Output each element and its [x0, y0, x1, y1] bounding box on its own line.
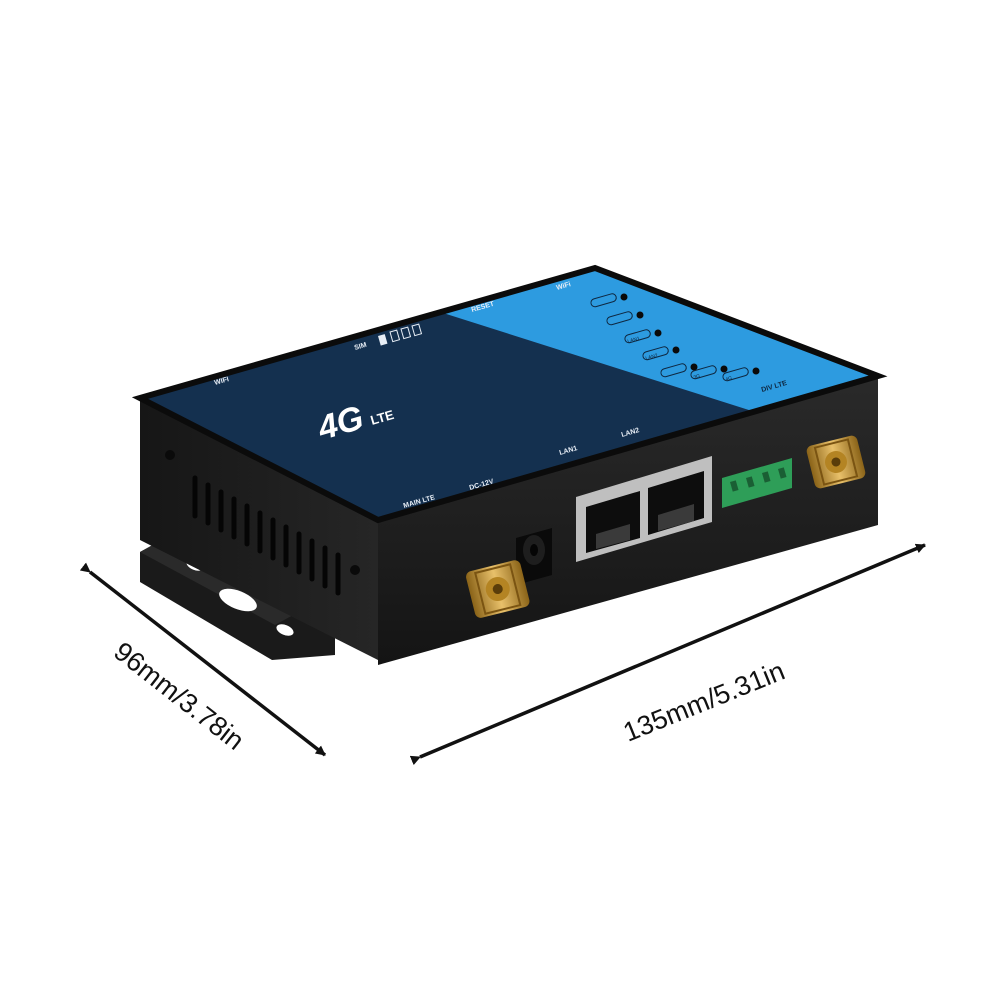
led-label: LAN1: [627, 336, 641, 345]
status-led: [660, 363, 698, 378]
label-wifi-left: WIFI: [214, 376, 230, 387]
depth-label: 96mm/3.78in: [108, 636, 249, 756]
status-led: 3G: [690, 365, 728, 381]
led-label: LAN2: [645, 353, 659, 362]
status-led: LAN1: [624, 329, 662, 345]
width-label: 135mm/5.31in: [619, 656, 789, 748]
status-led: LAN2: [642, 346, 680, 362]
status-led: [590, 293, 628, 308]
label-lan1: LAN1: [559, 445, 579, 457]
antenna-connector-div: [806, 435, 866, 489]
led-label: 3G: [693, 373, 701, 381]
label-lan2: LAN2: [621, 427, 641, 439]
status-led-panel: LAN1 LAN2 3G 4G: [590, 293, 760, 383]
router-top-accent: [440, 268, 878, 411]
status-led: 4G: [722, 367, 760, 383]
status-led: [606, 311, 644, 326]
terminal-block: [722, 458, 792, 508]
router-device: 4G LTE WIFI SIM RESET WiFi MAIN LTE DC-1…: [131, 264, 888, 665]
depth-arrow: [79, 562, 327, 757]
led-label: 4G: [725, 375, 733, 383]
width-arrow: [409, 543, 926, 766]
label-wifi-right: WiFi: [556, 281, 572, 292]
brand-lte-text: LTE: [369, 407, 396, 428]
label-sim: SIM: [354, 342, 368, 352]
lan-ports: [576, 456, 712, 562]
screw-left-bottom: [350, 565, 360, 575]
sim-icons: [377, 323, 423, 346]
screw-left-top: [165, 450, 175, 460]
